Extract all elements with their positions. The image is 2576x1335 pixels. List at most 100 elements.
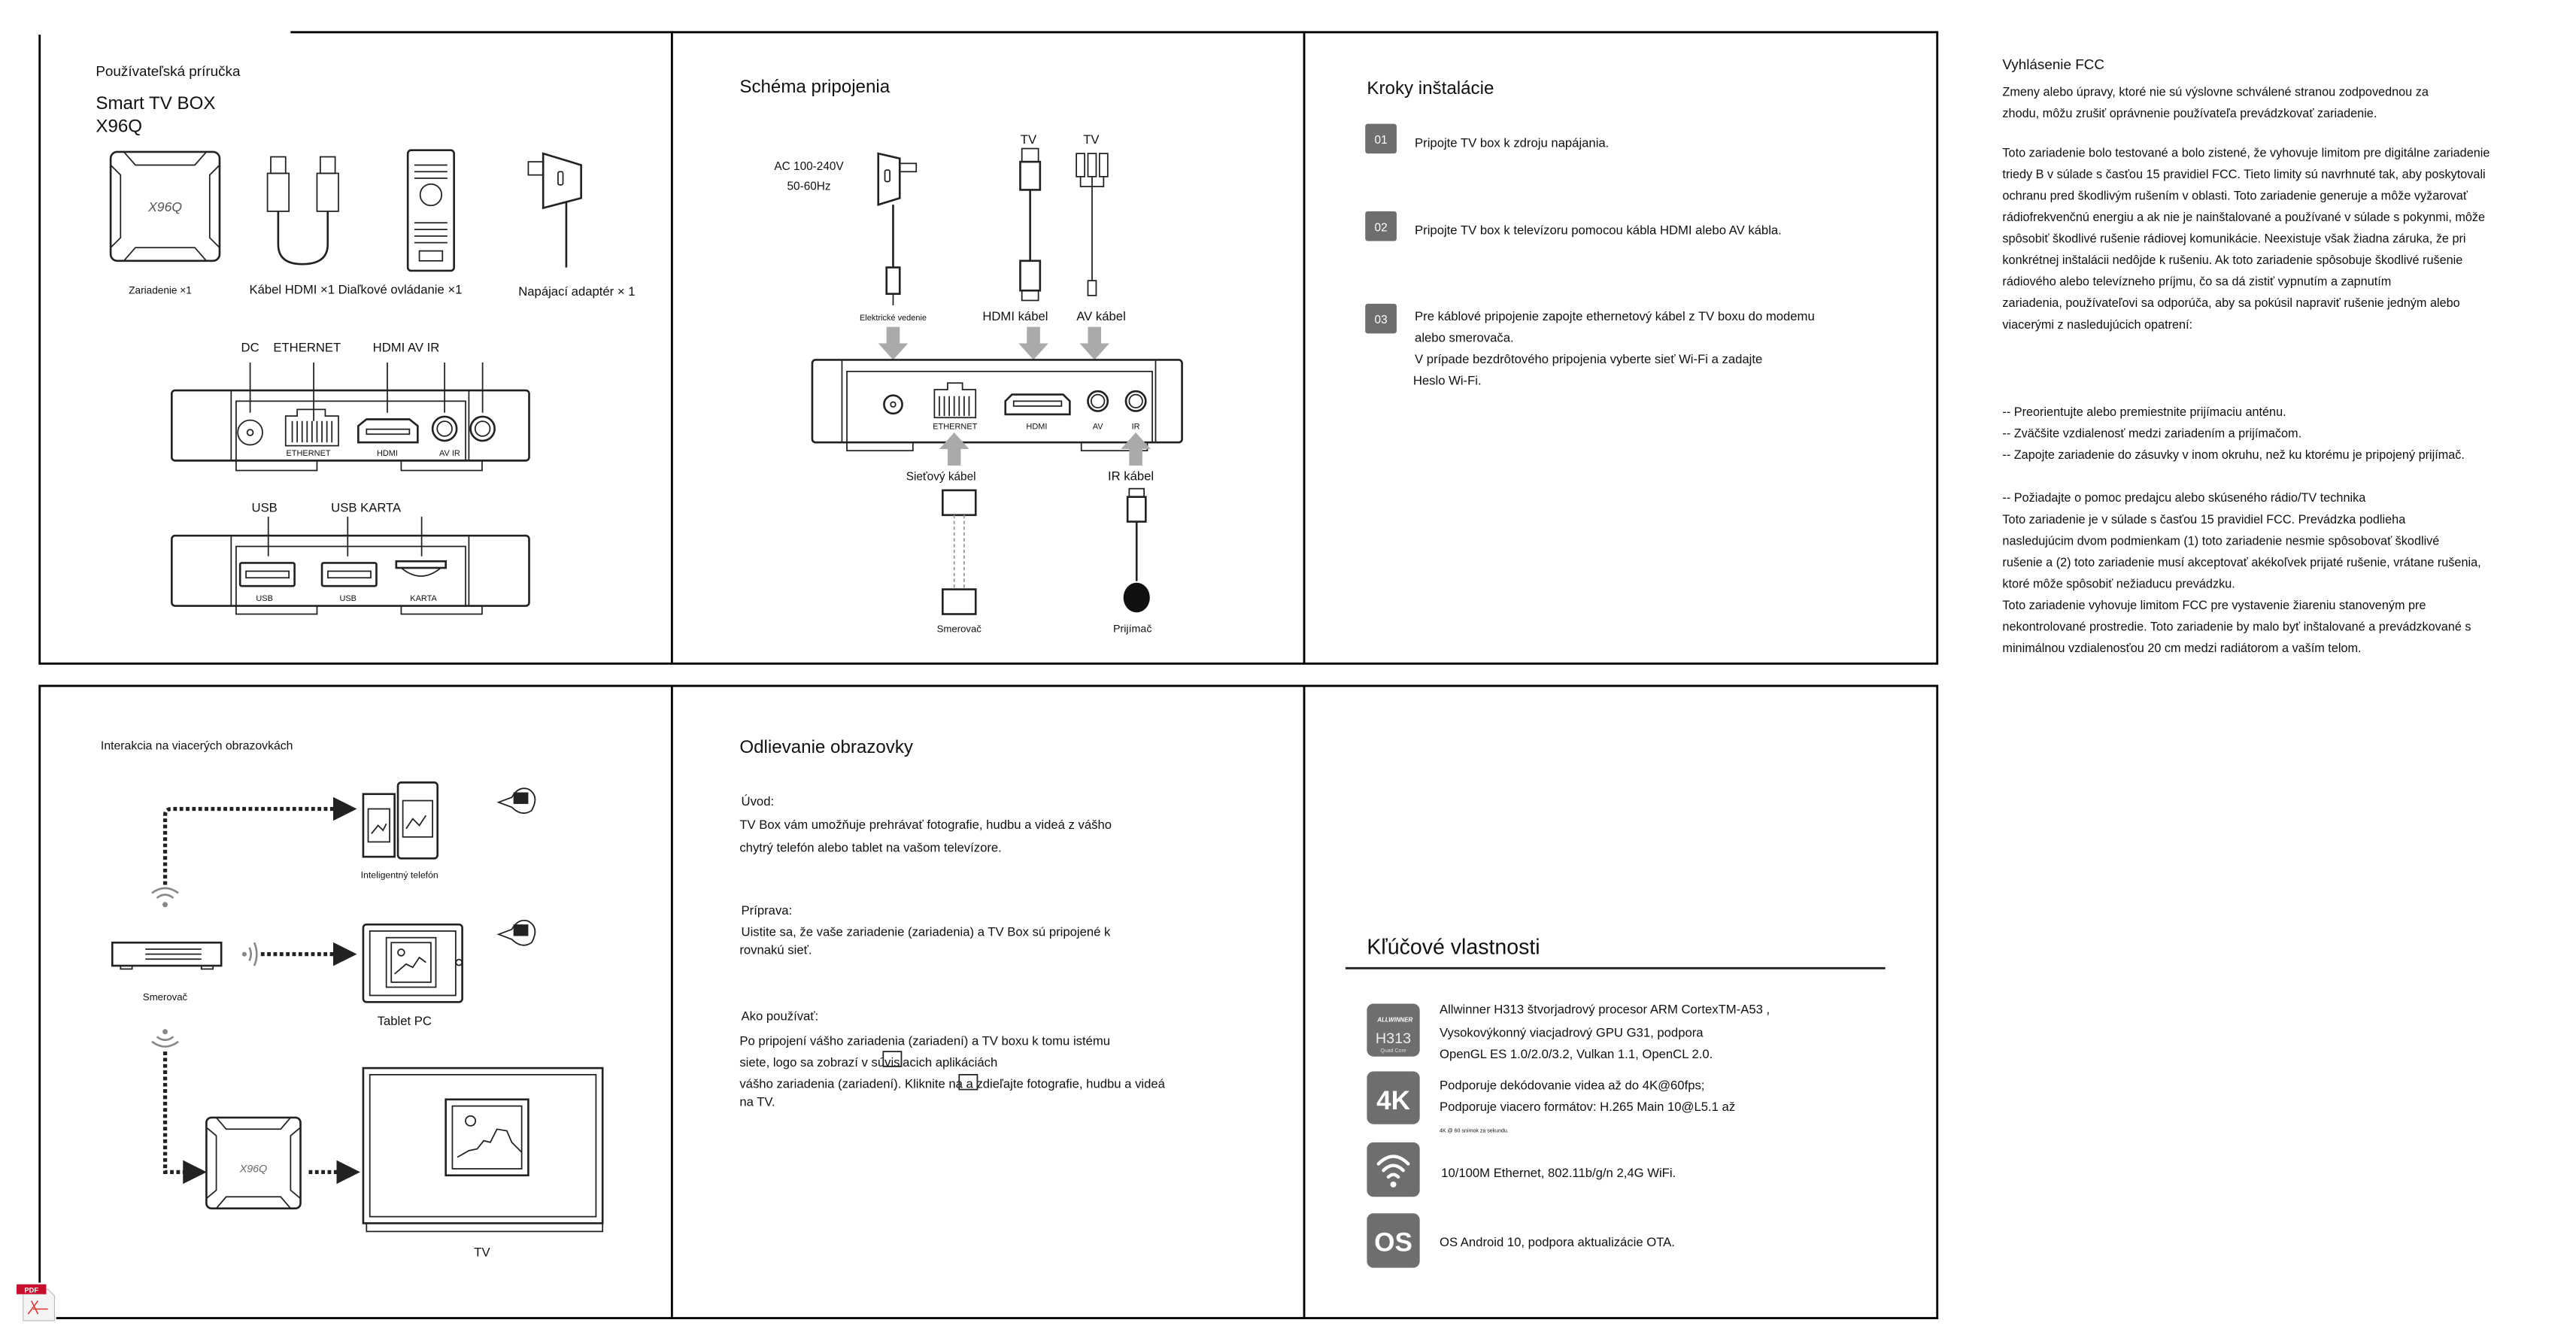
tablet-image [362, 923, 463, 1003]
tv-box-back-panel: ETHERNET HDMI AV IR [811, 359, 1183, 452]
connection-panel: Schéma pripojenia AC 100-240V 50-60Hz TV… [739, 77, 1183, 636]
fcc-line: rádiového alebo televízneho príjmu, čo s… [2002, 275, 2391, 289]
prep-text: Uistite sa, že vaše zariadenie (zariaden… [742, 924, 1111, 939]
usage-text: Po pripojení vášho zariadenia (zariadení… [739, 1033, 1110, 1048]
port-header-usb-card: USB KARTA [331, 500, 402, 514]
pdf-label: PDF [25, 1287, 39, 1294]
fcc-line: viacerými z nasledujúcich opatrení: [2002, 318, 2192, 332]
feature-text: Allwinner H313 štvorjadrový procesor ARM… [1440, 1003, 1770, 1017]
manual-label: Používateľská príručka [96, 63, 241, 79]
down-arrow-icon [878, 326, 1110, 360]
up-arrow-icon [939, 432, 1151, 466]
fcc-line: -- Preorientujte alebo premiestnite prij… [2002, 405, 2286, 419]
port-label-hdmi: HDMI [1026, 423, 1047, 432]
port-header-ethernet: ETHERNET [273, 341, 341, 355]
ir-receiver-image [1123, 487, 1150, 613]
fcc-statement: Vyhlásenie FCC Zmeny alebo úpravy, ktoré… [2002, 56, 2490, 655]
os-icon: OS [1367, 1213, 1420, 1268]
casting-title: Odlievanie obrazovky [739, 737, 914, 757]
smartphones-image [362, 781, 439, 860]
fcc-line: zhodu, môžu zrušiť oprávnenie používateľ… [2002, 107, 2377, 120]
install-step: 02 Pripojte TV box k televízoru pomocou … [1365, 211, 1782, 241]
tablet-label: Tablet PC [378, 1014, 432, 1028]
step-text: Heslo Wi-Fi. [1413, 373, 1482, 387]
allwinner-h313-icon: ALLWINNER H313 Quad Core [1367, 1003, 1420, 1057]
receiver-label: Prijímač [1113, 624, 1151, 636]
fcc-line: triedy B v súlade s časťou 15 pravidiel … [2002, 168, 2485, 181]
fcc-line: nekontrolované prostredie. Toto zariaden… [2002, 620, 2471, 633]
network-cable-label: Sieťový kábel [906, 471, 976, 484]
icon-sub: Quad Core [1380, 1048, 1406, 1054]
port-label-ethernet: ETHERNET [286, 449, 330, 458]
wifi-icon [151, 1029, 179, 1048]
usage-text: na TV. [739, 1095, 775, 1109]
fcc-line: spôsobiť škodlivé rušenie rádiovej komun… [2002, 232, 2465, 246]
box-logo: X96Q [239, 1163, 267, 1175]
fcc-line: Toto zariadenie vyhovuje limitom FCC pre… [2002, 599, 2426, 612]
power-plug-image [877, 152, 918, 306]
port-label-ir: IR [1132, 423, 1140, 432]
fcc-line: Zmeny alebo úpravy, ktoré nie sú výslovn… [2002, 85, 2429, 99]
usage-text: siete, logo sa zobrazí v súvisiacich apl… [739, 1055, 997, 1070]
ac-voltage: AC 100-240V [774, 160, 844, 173]
wifi-icon [151, 887, 179, 908]
tv-box-image: X96Q [109, 150, 221, 262]
step-text: alebo smerovača. [1415, 330, 1514, 344]
network-cable-image [942, 489, 977, 615]
power-adapter-image [527, 152, 582, 268]
ir-cable-label: IR kábel [1108, 469, 1154, 484]
fcc-line: -- Zapojte zariadenie do zásuvky v inom … [2002, 448, 2464, 462]
install-step: 03 Pre káblové pripojenie zapojte ethern… [1365, 303, 1815, 387]
intro-text: chytrý telefón alebo tablet na vašom tel… [739, 841, 1001, 855]
airplay-icon [496, 919, 536, 946]
feature-text: OS Android 10, podpora aktualizácie OTA. [1440, 1235, 1675, 1249]
remote-control-image [406, 149, 455, 272]
fcc-line: -- Zväčšite vzdialenosť medzi zariadením… [2002, 427, 2301, 441]
fcc-line: zariadenia, používateľovi sa odporúča, a… [2002, 296, 2459, 310]
fcc-line: Toto zariadenie bolo testované a bolo zi… [2002, 147, 2490, 160]
fcc-line: ochranu pred škodlivým rušením v oblasti… [2002, 190, 2468, 203]
back-panel-device: ETHERNET HDMI AV IR [171, 362, 530, 472]
cast-logo-icon [882, 1051, 903, 1067]
product-name: Smart TV BOX [96, 93, 215, 114]
tv-label-hdmi: TV [1021, 132, 1037, 147]
hdmi-cable-image [1019, 147, 1042, 302]
install-step: 01 Pripojte TV box k zdroju napájania. [1365, 123, 1609, 154]
port-label-card: KARTA [410, 594, 437, 603]
icon-label: OS [1374, 1228, 1412, 1258]
usage-text: vášho zariadenia (zariadení). Kliknite n… [739, 1076, 1165, 1091]
port-header-usb: USB [252, 500, 278, 514]
airplay-icon [496, 787, 536, 815]
hdmi-cable-label: HDMI kábel [982, 309, 1048, 323]
feature-note: 4K @ 60 snímok za sekundu. [1440, 1129, 1509, 1134]
fcc-line: rádiofrekvenčnú energiu a ak nie je nain… [2002, 211, 2485, 224]
dotted-connector [162, 796, 357, 885]
feature-text: Podporuje viacero formátov: H.265 Main 1… [1440, 1100, 1735, 1114]
wifi-signal-icon [241, 942, 258, 966]
router-image [111, 941, 223, 970]
fcc-line: konkrétnej inštalácii nedôjde k rušeniu.… [2002, 253, 2462, 267]
usage-heading: Ako používať: [742, 1009, 819, 1023]
product-model: X96Q [96, 117, 142, 137]
ethernet-port-icon [284, 408, 339, 447]
multiscreen-panel: Interakcia na viacerých obrazovkách Inte… [101, 739, 604, 1259]
tv-label-av: TV [1083, 132, 1100, 147]
port-header-hdmi-av-ir: HDMI AV IR [373, 341, 440, 355]
install-title: Kroky inštalácie [1367, 78, 1494, 99]
item-hdmi-remote: Kábel HDMI ×1 Diaľkové ovládanie ×1 [249, 283, 462, 297]
fcc-line: ktoré môže spôsobiť nežiaducu prevádzku. [2002, 577, 2235, 590]
step-text: Pre káblové pripojenie zapojte etherneto… [1415, 309, 1815, 323]
casting-panel: Odlievanie obrazovky Úvod: TV Box vám um… [739, 737, 1165, 1109]
fcc-line: Toto zariadenie je v súlade s časťou 15 … [2002, 513, 2406, 526]
features-panel: Kľúčové vlastnosti ALLWINNER H313 Quad C… [1345, 936, 1886, 1268]
connection-title: Schéma pripojenia [739, 77, 890, 97]
cover-panel: Používateľská príručka Smart TV BOX X96Q… [96, 63, 635, 615]
port-label-av: AV [1093, 423, 1104, 432]
dotted-connector [162, 1051, 207, 1185]
step-number: 02 [1375, 221, 1388, 234]
port-label-av-ir: AV IR [439, 449, 460, 458]
item-device: Zariadenie ×1 [129, 285, 192, 296]
port-label-usb-1: USB [256, 594, 273, 603]
page-frames [38, 31, 1939, 1320]
step-number: 01 [1375, 134, 1388, 147]
